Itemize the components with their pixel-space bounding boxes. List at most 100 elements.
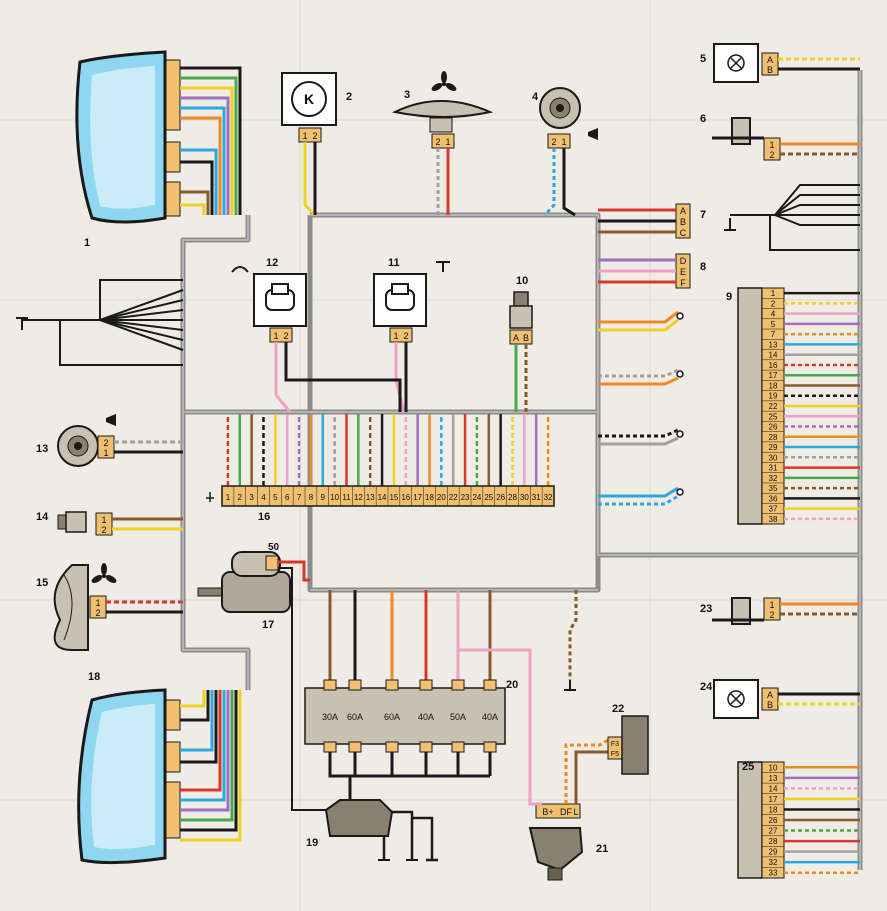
pin-c13-1: 1 xyxy=(103,448,108,458)
component-label-16: 16 xyxy=(258,511,270,523)
connector-9-pin: 18 xyxy=(769,381,778,390)
connector-22: F3 F5 xyxy=(607,715,649,775)
fuse-top-terminal xyxy=(419,679,433,691)
sensor-14: 1 2 xyxy=(57,511,183,536)
fuse-rating: 60A xyxy=(384,712,400,722)
component-label-3: 3 xyxy=(404,89,410,101)
fuse-bottom-terminal xyxy=(419,741,433,753)
ground-bundle-right xyxy=(724,184,860,251)
sensor-23: 1 2 xyxy=(712,597,860,625)
connector-16-pin: 3 xyxy=(249,493,254,502)
component-label-25: 25 xyxy=(742,761,754,773)
pin-c23-0: 1 xyxy=(769,600,774,610)
aux-wire-terminals xyxy=(676,312,684,496)
alternator-21: B+ DF L xyxy=(456,590,609,881)
pin-c23-1: 2 xyxy=(769,610,774,620)
connector-16-pin: 10 xyxy=(330,493,339,502)
connector-16-pin: 5 xyxy=(273,493,278,502)
pin-c6-0: 1 xyxy=(769,140,774,150)
fuse-bottom-terminal xyxy=(348,741,362,753)
washer-icon xyxy=(436,261,450,272)
fuse-rating: 50A xyxy=(450,712,466,722)
connector-9-pin: 29 xyxy=(769,443,778,452)
pin-c14-1: 2 xyxy=(101,525,106,535)
pin-c2-1: 2 xyxy=(312,131,317,141)
connector-9-pin: 28 xyxy=(769,433,778,442)
connector-16-pin: 15 xyxy=(389,493,398,502)
connector-16-pin: 24 xyxy=(472,493,481,502)
component-label-24: 24 xyxy=(700,681,713,693)
pin-c7-1: B xyxy=(680,217,686,227)
component-label-1: 1 xyxy=(84,237,90,249)
pin-c15-1: 2 xyxy=(95,608,100,618)
pin-c21-0: B+ xyxy=(542,807,553,817)
component-label-14: 14 xyxy=(36,511,49,523)
connector-25-pin: 28 xyxy=(769,837,778,846)
connector-16-pin: 12 xyxy=(354,493,363,502)
component-label-13: 13 xyxy=(36,443,48,455)
connector-9-pin: 26 xyxy=(769,423,778,432)
fuse-bottom-terminal xyxy=(385,741,399,753)
pin-c11-1: 2 xyxy=(403,331,408,341)
headlight-top xyxy=(75,50,242,224)
washer-motor-11: 1 2 xyxy=(373,261,450,413)
sensor-10: A B xyxy=(509,291,533,412)
connector-9-pin: 25 xyxy=(769,412,778,421)
connector-16-pin: 13 xyxy=(366,493,375,502)
connector-16-pin: 18 xyxy=(425,493,434,502)
connector-25-pin: 27 xyxy=(769,827,778,836)
component-label-7: 7 xyxy=(700,209,706,221)
connector-9-pin: 37 xyxy=(769,505,778,514)
connector-16-pin: 7 xyxy=(297,493,302,502)
connector-16-pin: 6 xyxy=(285,493,290,502)
connector-9-pin: 16 xyxy=(769,361,778,370)
connector-25-pin: 33 xyxy=(769,869,778,878)
connector-16-pin: 11 xyxy=(342,493,351,502)
fan-icon xyxy=(91,563,117,583)
connector-25-pin: 14 xyxy=(769,784,778,793)
connector-9-pin: 5 xyxy=(771,320,776,329)
fuse-top-terminal xyxy=(483,679,497,691)
connector-9: 1245713141617181922252628293031323536373… xyxy=(737,287,860,525)
pin-c21-2: L xyxy=(573,807,578,817)
connector-16-pin: 30 xyxy=(520,493,529,502)
connector-9-pin: 22 xyxy=(769,402,778,411)
pin-c6-1: 2 xyxy=(769,150,774,160)
lamp-5: A B xyxy=(713,43,860,83)
connector-16-pin: 1 xyxy=(226,493,231,502)
pin-c13-0: 2 xyxy=(103,438,108,448)
pin-c8-0: D xyxy=(680,256,687,266)
component-label-19: 19 xyxy=(306,837,318,849)
pin-c7-0: A xyxy=(680,206,686,216)
component-label-18: 18 xyxy=(88,671,100,683)
connector-9-pin: 17 xyxy=(769,371,778,380)
connector-25-pin: 13 xyxy=(769,774,778,783)
connector-9-pin: 7 xyxy=(771,330,776,339)
component-label-20: 20 xyxy=(506,679,518,691)
wiper-icon xyxy=(231,266,249,273)
ground-bundle-left xyxy=(16,279,184,366)
connector-25-pin: 18 xyxy=(769,805,778,814)
component-label-5: 5 xyxy=(700,53,706,65)
pin-c3-0: 2 xyxy=(435,137,440,147)
component-label-2: 2 xyxy=(346,91,352,103)
component-label-11: 11 xyxy=(388,257,400,269)
pin-c8-1: E xyxy=(680,267,686,277)
connector-9-pin: 13 xyxy=(769,340,778,349)
cooling-fan-motor: 2 1 xyxy=(391,71,494,215)
connector-25-pin: 17 xyxy=(769,795,778,804)
relay-letter: K xyxy=(304,91,314,107)
sensor-6: 1 2 xyxy=(712,117,860,161)
component-label-4: 4 xyxy=(532,91,539,103)
starter-terminal-label: 50 xyxy=(268,542,280,553)
battery-19 xyxy=(324,776,438,862)
fuse-rating: 30A xyxy=(322,712,338,722)
connector-9-pins: 1245713141617181922252628293031323536373… xyxy=(762,287,860,524)
connector-9-pin: 38 xyxy=(769,515,778,524)
